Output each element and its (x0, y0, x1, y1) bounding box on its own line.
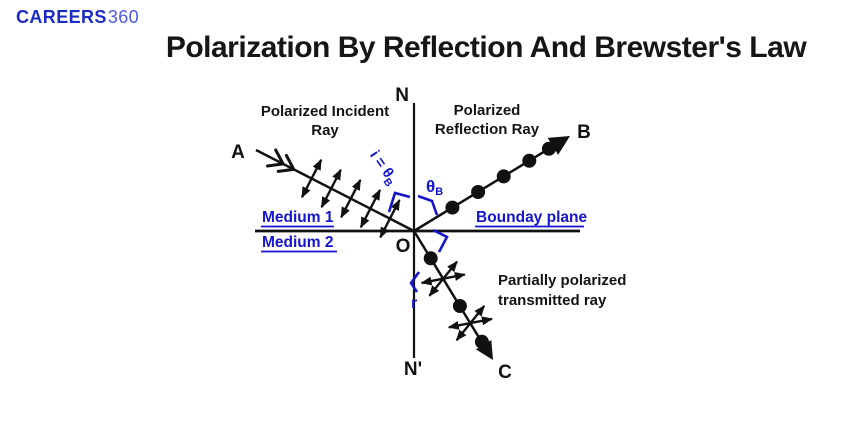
transmitted-ray-label-line2: transmitted ray (498, 292, 607, 309)
incident-ray-label-line1: Polarized Incident (261, 103, 389, 120)
point-a-label: A (231, 142, 245, 163)
ray-direction-chevron (266, 148, 286, 168)
boundary-plane-label: Bounday plane (476, 209, 587, 226)
incident-ray-label-line2: Ray (311, 122, 339, 139)
medium1-label: Medium 1 (262, 209, 334, 226)
reflection-ray-label-line1: Polarized (454, 102, 521, 119)
brewster-angle-label: θB (426, 177, 443, 198)
logo-suffix: 360 (107, 7, 140, 27)
incident-angle-label: i = θB (364, 147, 402, 189)
point-c-label: C (498, 362, 512, 383)
transmitted-ray (412, 230, 493, 360)
reflected-ray (413, 136, 570, 233)
reflected-ray-arrowhead (547, 136, 570, 155)
polarization-dots-reflected (445, 141, 556, 215)
normal-bottom-label: N' (404, 359, 422, 380)
reflection-angle-bracket (417, 194, 439, 216)
polarization-arrows-transmitted (420, 260, 493, 341)
polarization-dots-transmitted (423, 251, 489, 349)
point-b-label: B (577, 122, 591, 143)
right-angle-marker (432, 228, 449, 253)
transmitted-ray-line (412, 230, 488, 350)
reflected-ray-line (413, 140, 561, 233)
incident-ray (255, 148, 415, 239)
medium2-label: Medium 2 (262, 234, 333, 251)
careers360-logo[interactable]: CAREERS360 (16, 7, 139, 28)
logo-brand: CAREERS (16, 7, 107, 27)
ray-direction-chevron (276, 153, 297, 173)
reflection-ray-label-line2: Reflection Ray (435, 121, 540, 138)
incident-angle-bracket (387, 191, 411, 213)
transmitted-ray-label-line1: Partially polarized (498, 272, 626, 289)
refraction-angle-bracket (409, 271, 421, 293)
polarization-arrows-incident (300, 158, 401, 239)
origin-label: O (396, 236, 411, 257)
page-title: Polarization By Reflection And Brewster'… (165, 31, 807, 64)
normal-top-label: N (395, 85, 409, 106)
refraction-angle-label: r (411, 295, 417, 312)
transmitted-ray-arrowhead (475, 340, 493, 360)
